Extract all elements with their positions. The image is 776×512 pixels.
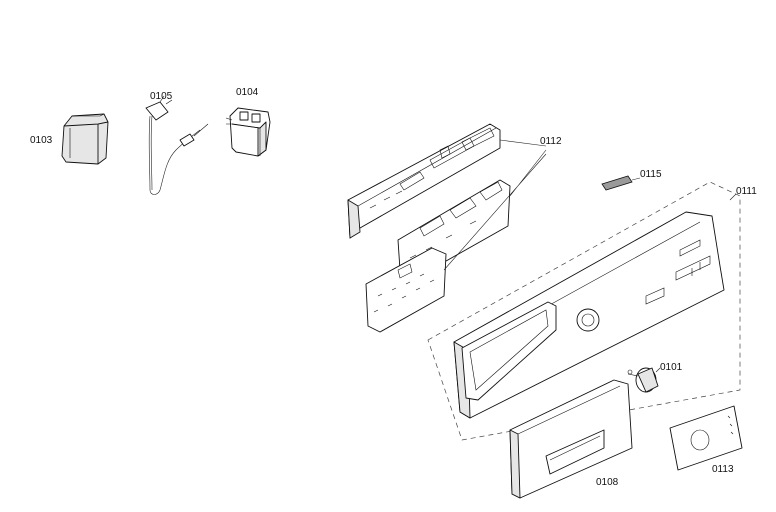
part-0113-overlay[interactable] [669,405,743,471]
part-0101-knob[interactable] [627,367,659,393]
part-0104-filter[interactable] [225,107,271,157]
part-0105-power-cable[interactable] [145,95,209,195]
leader-0112 [443,139,547,271]
label-0115: 0115 [640,169,662,180]
label-0113: 0113 [712,464,734,475]
label-0104: 0104 [236,87,259,98]
label-0112: 0112 [540,136,562,147]
part-0108-drawer-front[interactable] [509,379,633,499]
part-0111-fascia-panel[interactable] [453,211,725,419]
part-0112-control-module[interactable] [347,123,511,333]
leader-0111 [729,193,737,201]
label-0111: 0111 [736,186,757,197]
label-0103: 0103 [30,135,53,146]
label-0105: 0105 [150,91,173,102]
part-0111-boundary [427,181,741,441]
part-0115-label-plate[interactable] [601,175,633,191]
label-0101: 0101 [660,362,683,373]
part-0103-block[interactable] [61,113,109,165]
label-0108: 0108 [596,477,619,488]
leader-0101 [655,367,661,373]
leader-0115 [631,177,641,181]
